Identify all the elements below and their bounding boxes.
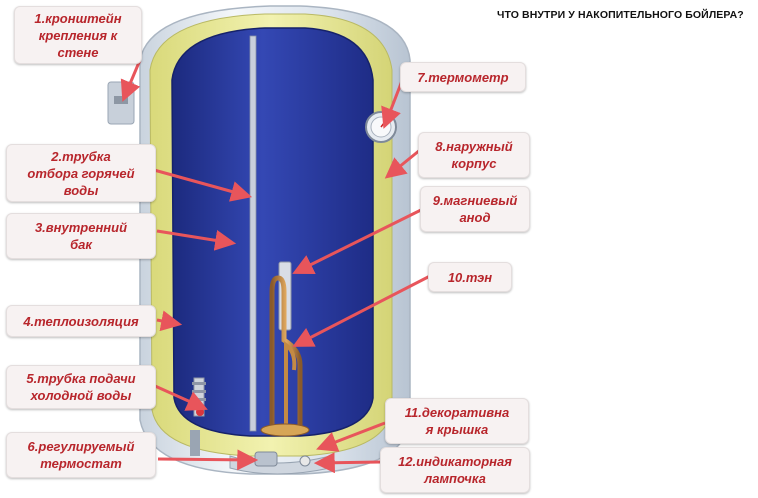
label-cold-water-pipe: 5.трубка подачи холодной воды	[6, 365, 156, 409]
heater-flange	[260, 423, 310, 437]
page-title: ЧТО ВНУТРИ У НАКОПИТЕЛЬНОГО БОЙЛЕРА?	[497, 9, 744, 21]
inner-tank	[171, 27, 374, 437]
label-heating-element: 10.тэн	[428, 262, 512, 292]
cold-water-pipe	[192, 377, 206, 417]
label-thermostat: 6.регулируемый термостат	[6, 432, 156, 478]
wall-bracket	[107, 81, 135, 125]
label-outer-casing: 8.наружный корпус	[418, 132, 530, 178]
label-hot-water-pipe: 2.трубка отбора горячей воды	[6, 144, 156, 202]
heating-element	[269, 275, 303, 430]
label-wall-bracket: 1.кронштейн крепления к стене	[14, 6, 142, 64]
label-magnesium-anode: 9.магниевый анод	[420, 186, 530, 232]
thermometer	[365, 111, 397, 143]
label-indicator-lamp: 12.индикаторная лампочка	[380, 447, 530, 493]
label-decorative-cover: 11.декоративна я крышка	[385, 398, 529, 444]
label-inner-tank: 3.внутренний бак	[6, 213, 156, 259]
label-insulation: 4.теплоизоляция	[6, 305, 156, 337]
hot-water-pipe	[249, 35, 257, 432]
label-thermometer: 7.термометр	[400, 62, 526, 92]
